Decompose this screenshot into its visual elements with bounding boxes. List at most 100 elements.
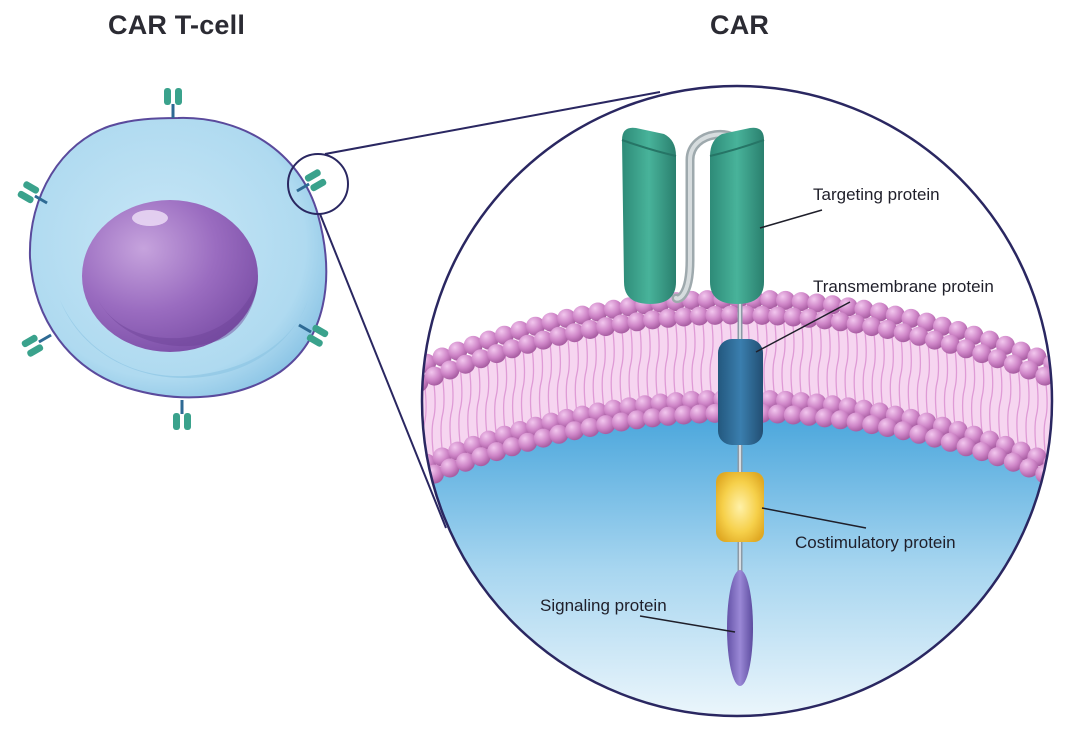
lipid-head xyxy=(933,316,952,336)
cell-title: CAR T-cell xyxy=(108,10,246,40)
lipid-tail xyxy=(817,323,822,400)
lipid-head xyxy=(440,458,460,478)
lipid-tail xyxy=(458,370,463,447)
nucleus xyxy=(82,200,258,352)
lipid-tail xyxy=(781,320,786,397)
cell-receptor xyxy=(173,400,191,430)
lipid-head xyxy=(870,302,890,322)
lipid-tail xyxy=(925,342,931,419)
lipid-head xyxy=(815,310,835,330)
lipid-head xyxy=(502,437,522,457)
lipid-tail xyxy=(835,325,840,402)
lipid-tail xyxy=(790,320,795,397)
lipid-tail xyxy=(1007,366,1012,443)
lipid-head xyxy=(674,405,694,425)
lipid-head xyxy=(424,366,444,386)
lipid-head xyxy=(643,408,662,428)
transmembrane-leader xyxy=(755,301,851,353)
nucleus-highlight xyxy=(132,210,168,226)
lipid-tail xyxy=(637,325,642,402)
lipid-tail xyxy=(808,322,813,399)
lipid-head xyxy=(768,404,788,424)
lipid-tail xyxy=(1034,376,1039,453)
lipid-head xyxy=(799,406,819,426)
lipid-head xyxy=(721,305,741,325)
lipid-head xyxy=(862,415,882,435)
lipid-head xyxy=(378,387,397,406)
lipid-tail xyxy=(547,342,553,419)
lipid-tail xyxy=(387,400,390,476)
lipid-head xyxy=(854,299,874,319)
lipid-tail xyxy=(709,319,714,396)
lipid-head xyxy=(940,334,960,354)
lipid-head xyxy=(988,447,1007,467)
lipid-head xyxy=(627,312,647,332)
costimulatory-protein xyxy=(716,472,764,542)
car-construct xyxy=(621,127,765,686)
lipid-head xyxy=(948,321,968,340)
targeting-leader xyxy=(759,209,823,229)
lipid-head xyxy=(588,302,608,322)
lipid-tail xyxy=(998,363,1003,440)
lipid-tail xyxy=(610,329,615,406)
lipid-heads-inner xyxy=(386,389,1079,497)
zoom-indicator xyxy=(287,91,661,529)
lipid-head xyxy=(502,339,522,359)
lipid-head xyxy=(909,326,929,346)
signaling-leader xyxy=(639,615,736,633)
lipid-head xyxy=(402,460,421,479)
lipid-tail xyxy=(538,344,544,421)
zoom-line-bottom xyxy=(319,213,447,529)
lipid-head xyxy=(783,307,803,327)
lipid-tail xyxy=(1016,370,1021,447)
lipid-head xyxy=(1019,458,1039,478)
lipid-tail xyxy=(574,336,579,413)
lipid-tail xyxy=(583,334,588,411)
lipid-tail xyxy=(844,326,849,403)
lipid-head xyxy=(422,471,429,490)
lipid-head xyxy=(533,330,553,350)
targeting-protein-right xyxy=(710,127,764,304)
lipid-head xyxy=(510,321,530,340)
lipid-head xyxy=(1075,367,1079,386)
lipid-tail xyxy=(799,321,804,398)
lipid-head xyxy=(972,442,992,462)
lipid-head xyxy=(909,424,929,444)
lipid-head xyxy=(862,317,882,337)
lipid-tail xyxy=(1053,384,1056,460)
lipid-head xyxy=(402,360,421,379)
lipid-head xyxy=(386,467,405,486)
lipid-tail xyxy=(646,324,651,401)
lipid-head xyxy=(940,432,960,452)
lipid-head xyxy=(487,442,507,462)
lipid-tail xyxy=(529,347,535,424)
lipid-head xyxy=(885,305,905,325)
lipid-tail xyxy=(619,327,624,405)
lipid-tail xyxy=(520,349,526,426)
costimulatory-leader xyxy=(761,507,867,529)
lipid-head xyxy=(752,305,772,325)
transmembrane-protein xyxy=(718,339,763,445)
cell-receptor xyxy=(17,181,48,205)
signaling-protein xyxy=(727,570,753,686)
lipid-tail xyxy=(592,332,597,409)
lipid-tail xyxy=(476,363,481,440)
lipid-head xyxy=(1067,478,1079,497)
lipid-head xyxy=(846,412,866,432)
lipid-head xyxy=(697,290,717,310)
lipid-tail xyxy=(970,354,976,431)
lipid-tail xyxy=(511,352,517,429)
lipid-tail xyxy=(898,336,903,413)
lipid-tail xyxy=(556,340,562,417)
lipid-tail xyxy=(980,357,985,434)
lipid-head xyxy=(768,306,788,326)
lipid-head xyxy=(972,344,992,364)
lipid-head xyxy=(487,344,507,364)
lipid-tail xyxy=(1071,392,1074,468)
lipid-head xyxy=(658,308,678,328)
lipid-head xyxy=(878,418,897,437)
cell-receptor xyxy=(21,333,52,357)
lipid-tail xyxy=(989,360,994,437)
lipid-head xyxy=(1003,354,1023,374)
lipid-tail xyxy=(467,366,472,443)
